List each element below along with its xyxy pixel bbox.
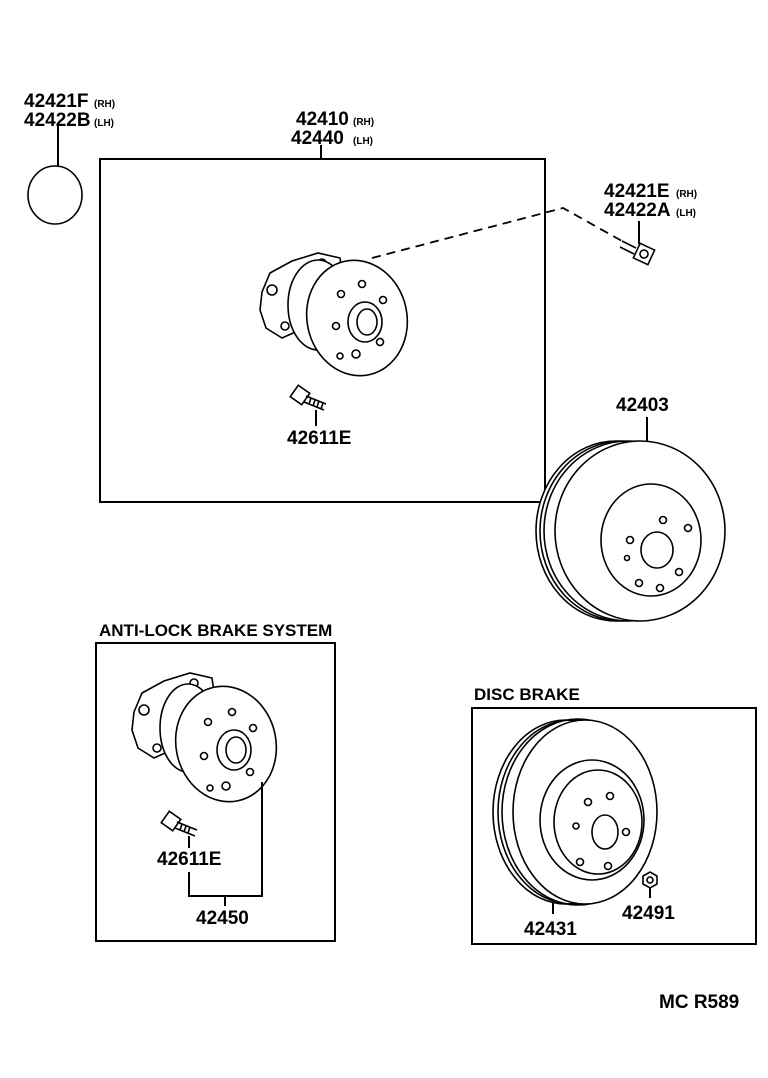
- o-ring-rh-side: (RH): [94, 99, 115, 110]
- bolt-rh-side: (RH): [676, 189, 697, 200]
- hub-lh-side: (LH): [353, 136, 373, 147]
- disc-nut-icon: [642, 871, 658, 889]
- brake-disc-icon: [492, 718, 658, 906]
- reference-code: MC R589: [659, 992, 739, 1013]
- abs-section-box: [95, 642, 336, 942]
- hub-rh-label: 42410: [296, 109, 349, 130]
- disc-section-title: DISC BRAKE: [474, 685, 580, 704]
- hub-lh-label: 42440: [291, 128, 344, 149]
- o-ring-lh-side: (LH): [94, 118, 114, 129]
- abs-hub-bolt-label: 42611E: [157, 849, 221, 870]
- disc-label: 42431: [524, 919, 577, 940]
- hub-rh-side: (RH): [353, 117, 374, 128]
- o-ring-lh-label: 42422B: [24, 110, 91, 131]
- drum-label: 42403: [616, 395, 669, 416]
- hub-bolt-icon: [289, 384, 327, 426]
- abs-hub-bolt-icon: [160, 810, 198, 837]
- bolt-lh-label: 42422A: [604, 200, 671, 221]
- disc-section-box: [471, 707, 757, 945]
- abs-section-title: ANTI-LOCK BRAKE SYSTEM: [99, 621, 332, 640]
- bolt-dash-leader: [371, 207, 623, 259]
- hub-bolt-label: 42611E: [287, 428, 351, 449]
- o-ring-part: [27, 126, 83, 225]
- hub-assembly-box: [99, 158, 546, 503]
- bolt-lh-side: (LH): [676, 208, 696, 219]
- o-ring-rh-label: 42421F: [24, 91, 88, 112]
- brake-drum-icon: [535, 440, 726, 622]
- disc-nut-label: 42491: [622, 903, 675, 924]
- bolt-rh-label: 42421E: [604, 181, 670, 202]
- hub-mounting-bolt-icon: [619, 240, 656, 266]
- axle-hub-icon: [259, 252, 409, 377]
- abs-assembly-label: 42450: [196, 908, 249, 929]
- abs-axle-hub-icon: [131, 672, 278, 803]
